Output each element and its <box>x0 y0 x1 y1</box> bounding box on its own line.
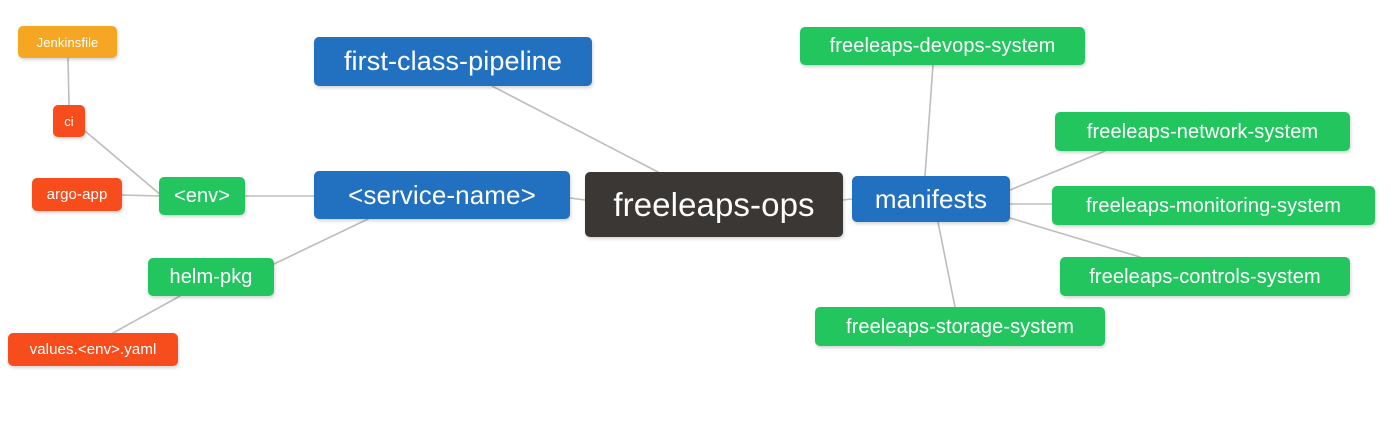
node-freeleaps-network-system[interactable]: freeleaps-network-system <box>1055 112 1350 151</box>
node-label-service-name: <service-name> <box>348 180 536 210</box>
node-label-manifests: manifests <box>874 184 988 214</box>
node-freeleaps-monitoring-system[interactable]: freeleaps-monitoring-system <box>1052 186 1375 225</box>
node-helm-pkg[interactable]: helm-pkg <box>148 258 274 296</box>
node-label-freeleaps-monitoring-system: freeleaps-monitoring-system <box>1085 194 1341 217</box>
node-argo-app[interactable]: argo-app <box>32 178 122 211</box>
node-label-helm-pkg: helm-pkg <box>169 266 253 288</box>
node-label-freeleaps-controls-system: freeleaps-controls-system <box>1089 265 1321 288</box>
node-freeleaps-storage-system[interactable]: freeleaps-storage-system <box>815 307 1105 346</box>
node-freeleaps-ops[interactable]: freeleaps-ops <box>585 172 843 237</box>
node-values-yaml[interactable]: values.<env>.yaml <box>8 333 178 366</box>
node-label-values-yaml: values.<env>.yaml <box>29 341 157 358</box>
node-first-class-pipeline[interactable]: first-class-pipeline <box>314 37 592 86</box>
node-freeleaps-devops-system[interactable]: freeleaps-devops-system <box>800 27 1085 65</box>
node-label-freeleaps-ops: freeleaps-ops <box>613 186 815 223</box>
node-manifests[interactable]: manifests <box>852 176 1010 222</box>
node-ci[interactable]: ci <box>53 105 85 137</box>
node-label-first-class-pipeline: first-class-pipeline <box>343 46 563 76</box>
node-label-env: <env> <box>173 185 231 207</box>
node-label-freeleaps-network-system: freeleaps-network-system <box>1086 120 1319 143</box>
node-label-freeleaps-storage-system: freeleaps-storage-system <box>845 315 1075 338</box>
node-label-argo-app: argo-app <box>46 186 108 203</box>
node-service-name[interactable]: <service-name> <box>314 171 570 219</box>
node-freeleaps-controls-system[interactable]: freeleaps-controls-system <box>1060 257 1350 296</box>
node-label-ci: ci <box>64 113 74 129</box>
node-env[interactable]: <env> <box>159 177 245 215</box>
node-jenkinsfile[interactable]: Jenkinsfile <box>18 26 117 58</box>
node-label-freeleaps-devops-system: freeleaps-devops-system <box>829 35 1056 57</box>
node-label-jenkinsfile: Jenkinsfile <box>36 34 99 50</box>
